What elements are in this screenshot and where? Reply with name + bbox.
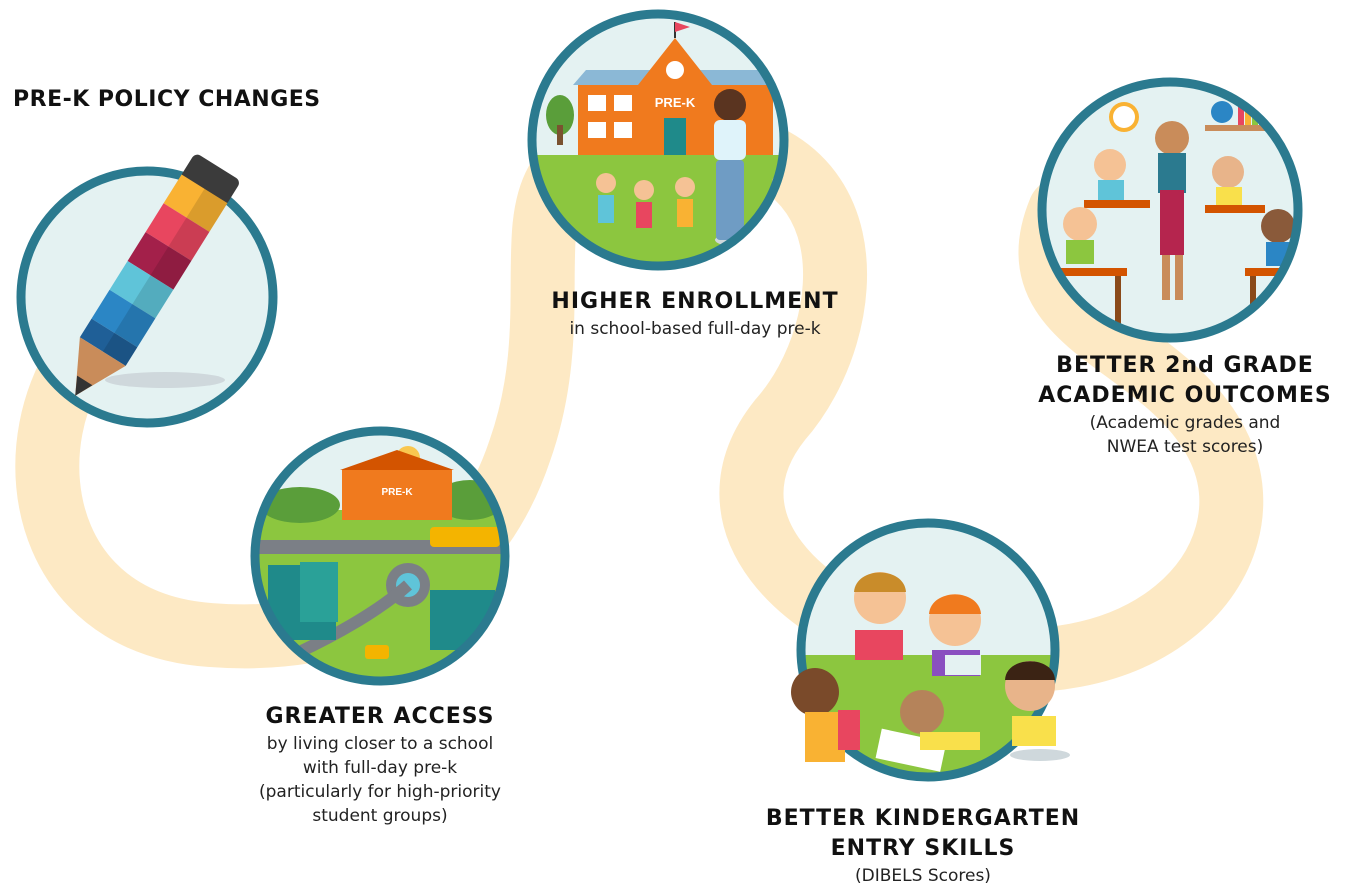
access-school-sign: PRE-K <box>381 487 413 498</box>
winding-path <box>15 106 1264 693</box>
pencil-icon <box>75 154 239 396</box>
access-sub-line-4: student groups) <box>312 806 448 826</box>
grade2-heading-line-1: BETTER 2nd GRADE <box>1056 353 1314 378</box>
grade2-heading-line-2: ACADEMIC OUTCOMES <box>1038 383 1332 408</box>
access-sub-line-3: (particularly for high-priority <box>259 782 501 802</box>
enrollment-heading-line: HIGHER ENROLLMENT <box>551 289 839 314</box>
enrollment-sub-line-1: in school-based full-day pre-k <box>569 319 821 339</box>
access-heading-line: GREATER ACCESS <box>265 704 495 729</box>
reading-children <box>791 572 1070 772</box>
enrollment-label: HIGHER ENROLLMENT in school-based full-d… <box>530 287 860 341</box>
access-label: GREATER ACCESS by living closer to a sch… <box>230 702 530 828</box>
kindergarten-label: BETTER KINDERGARTEN ENTRY SKILLS (DIBELS… <box>743 804 1103 888</box>
grade2-circle <box>1037 77 1303 343</box>
kindergarten-sub-line-1: (DIBELS Scores) <box>855 866 991 886</box>
kindergarten-heading-line-2: ENTRY SKILLS <box>830 836 1016 861</box>
kindergarten-heading-line-1: BETTER KINDERGARTEN <box>765 806 1081 831</box>
kindergarten-circle <box>791 518 1070 782</box>
enrollment-school-sign: PRE-K <box>655 95 696 110</box>
grade2-sub-line-2: NWEA test scores) <box>1106 437 1264 457</box>
access-sub-line-2: with full-day pre-k <box>302 758 458 778</box>
page-title: PRE-K POLICY CHANGES <box>13 87 321 112</box>
grade2-label: BETTER 2nd GRADE ACADEMIC OUTCOMES (Acad… <box>1025 351 1345 459</box>
access-sub-line-1: by living closer to a school <box>266 734 494 754</box>
grade2-sub-line-1: (Academic grades and <box>1089 413 1281 433</box>
classroom-icon <box>1042 82 1298 338</box>
policy-circle <box>16 154 278 428</box>
